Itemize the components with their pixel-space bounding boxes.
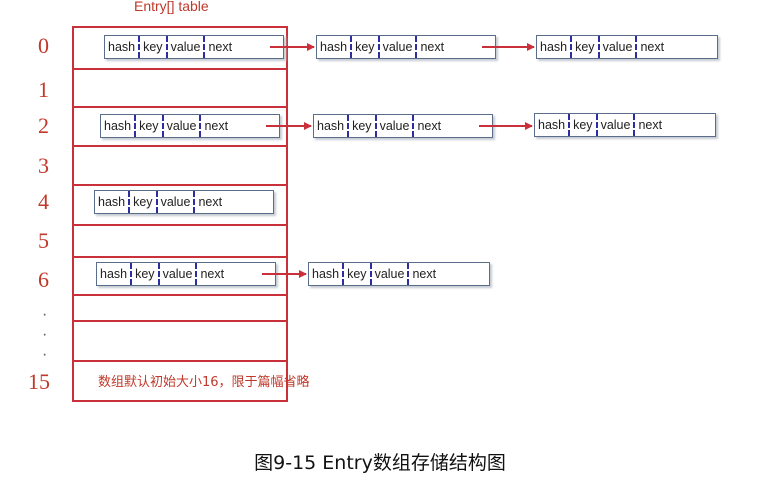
entry-field-next: next (633, 114, 665, 136)
entry-node: hash key value next (96, 262, 276, 286)
entry-field-key: key (342, 263, 369, 285)
table-title: Entry[] table (134, 0, 209, 14)
entry-field-next: next (412, 115, 444, 137)
row-divider (72, 106, 288, 108)
row-divider (72, 294, 288, 296)
entry-field-next: next (415, 36, 447, 58)
row-index: 6 (38, 267, 49, 292)
entry-field-hash: hash (317, 119, 345, 133)
entry-field-hash: hash (540, 40, 568, 54)
entry-field-value: value (155, 191, 194, 213)
entry-field-value: value (595, 114, 634, 136)
entry-node: hash key value next (94, 190, 274, 214)
entry-field-key: key (350, 36, 377, 58)
entry-field-hash: hash (320, 40, 348, 54)
entry-field-next: next (193, 191, 225, 213)
entry-field-key: key (568, 114, 595, 136)
entry-node: hash key value next (308, 262, 490, 286)
entry-field-key: key (134, 115, 161, 137)
entry-node: hash key value next (316, 35, 496, 59)
row-divider (72, 145, 288, 147)
entry-field-value: value (165, 36, 204, 58)
entry-field-next: next (195, 263, 227, 285)
entry-field-value: value (597, 36, 636, 58)
row-index: 3 (38, 153, 49, 178)
row-index: 5 (38, 228, 49, 253)
row-divider (72, 256, 288, 258)
entry-field-hash: hash (312, 267, 340, 281)
entry-field-next: next (407, 263, 439, 285)
row-index: 4 (38, 189, 49, 214)
row-divider (72, 184, 288, 186)
row-index: 0 (38, 33, 49, 58)
row-index: 2 (38, 113, 49, 138)
entry-field-value: value (374, 115, 413, 137)
row-divider (72, 360, 288, 362)
entry-table-outline (72, 26, 288, 402)
entry-field-key: key (138, 36, 165, 58)
entry-field-hash: hash (104, 119, 132, 133)
figure-caption: 图9-15 Entry数组存储结构图 (254, 452, 506, 474)
entry-field-next: next (635, 36, 667, 58)
entry-field-value: value (369, 263, 408, 285)
row-divider (72, 224, 288, 226)
row-index: 15 (28, 369, 50, 394)
entry-node: hash key value next (104, 35, 284, 59)
entry-field-value: value (161, 115, 200, 137)
entry-field-hash: hash (100, 267, 128, 281)
entry-field-next: next (203, 36, 235, 58)
entry-node: hash key value next (536, 35, 718, 59)
row-divider (72, 320, 288, 322)
table-size-note: 数组默认初始大小16，限于篇幅省略 (98, 375, 310, 390)
entry-field-key: key (347, 115, 374, 137)
entry-field-next: next (199, 115, 231, 137)
row-divider (72, 68, 288, 70)
entry-field-key: key (128, 191, 155, 213)
ellipsis-dot: · (42, 306, 48, 323)
entry-field-value: value (157, 263, 196, 285)
entry-node: hash key value next (534, 113, 716, 137)
entry-field-key: key (570, 36, 597, 58)
ellipsis-dot: · (42, 326, 48, 343)
entry-node: hash key value next (313, 114, 493, 138)
entry-field-hash: hash (108, 40, 136, 54)
entry-node: hash key value next (100, 114, 280, 138)
entry-field-key: key (130, 263, 157, 285)
entry-field-hash: hash (538, 118, 566, 132)
entry-field-value: value (377, 36, 416, 58)
entry-field-hash: hash (98, 195, 126, 209)
row-index: 1 (38, 77, 49, 102)
ellipsis-dot: · (42, 346, 48, 363)
